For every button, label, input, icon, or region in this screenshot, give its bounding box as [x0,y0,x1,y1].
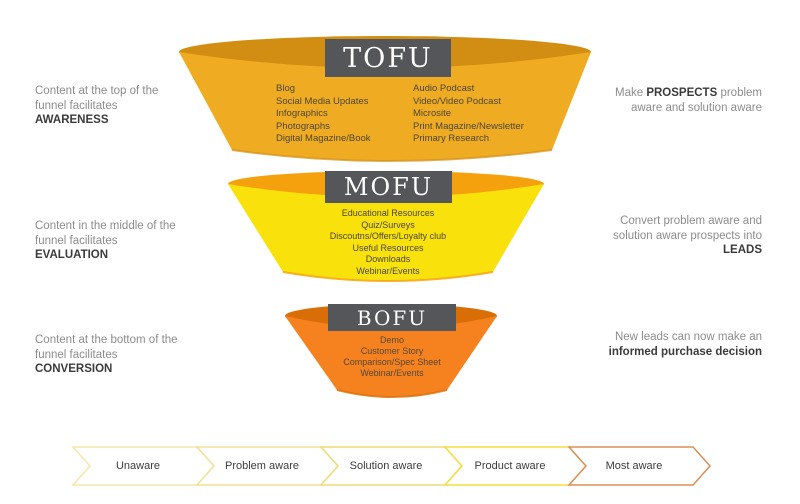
caption-text: Content at the top of the funnel facilit… [35,85,159,112]
caption-text: Content at the bottom of the funnel faci… [35,334,178,361]
tofu-item: Photographs [276,120,330,132]
bofu-body [285,316,497,397]
tofu-item: Infographics [276,108,328,120]
caption-leads: Convert problem aware and solution aware… [600,214,762,258]
mofu-item: Discoutns/Offers/Loyalty club [329,231,447,242]
bofu-bottom-edge [336,389,448,398]
stage-label-solution-aware: Solution aware [349,460,423,472]
bofu-item: Comparison/Spec Sheet [343,357,441,367]
caption-bold: CONVERSION [35,363,113,375]
mofu-item: Downloads [365,254,411,265]
mofu-items: Educational Resources Quiz/Surveys Disco… [288,208,488,278]
stage-label-product-aware: Product aware [474,460,546,472]
mofu-item: Webinar/Events [356,265,420,276]
bofu-item: Webinar/Events [360,368,424,378]
caption-purchase-decision: New leads can now make an informed purch… [602,330,762,359]
tofu-label: TOFU [325,39,451,77]
stage-label-problem-aware: Problem aware [225,460,299,472]
caption-text: problem aware and solution aware [630,87,762,114]
caption-evaluation: Content in the middle of the funnel faci… [35,219,190,263]
stage-label-most-aware: Most aware [605,460,663,472]
mofu-item: Useful Resources [352,242,424,253]
mofu-bottom-edge [282,271,494,282]
stage-label-unaware: Unaware [115,460,161,472]
mofu-body [228,184,544,281]
tofu-item: Digital Magazine/Book [276,133,371,145]
tofu-items-right: Audio Podcast Video/Video Podcast Micros… [413,83,553,146]
tofu-item: Blog [276,83,296,94]
mofu-item: Educational Resources [341,208,435,218]
chevron-most-aware [567,446,712,486]
tofu-item: Primary Research [413,133,490,145]
bofu-item: Customer Story [360,346,424,356]
caption-awareness: Content at the top of the funnel facilit… [35,84,190,128]
bofu-item: Demo [379,335,404,345]
tofu-items-left: Blog Social Media Updates Infographics P… [276,83,411,146]
bofu-items: Demo Customer Story Comparison/Spec Shee… [292,335,492,379]
tofu-item: Print Magazine/Newsletter [413,120,524,132]
tofu-body [179,52,591,161]
caption-text: Make [614,87,647,99]
tofu-item: Audio Podcast [413,83,475,94]
caption-bold: LEADS [723,244,762,256]
tofu-item: Video/Video Podcast [413,95,501,107]
caption-text: Content in the middle of the funnel faci… [35,220,176,247]
caption-prospects: Make PROSPECTS problem aware and solutio… [600,86,762,115]
tofu-item: Microsite [413,108,452,120]
mofu-item: Quiz/Surveys [361,219,415,230]
caption-bold: EVALUATION [35,249,109,261]
bofu-label: BOFU [328,304,456,331]
caption-text: Convert problem aware and solution aware… [613,215,762,242]
caption-bold: AWARENESS [35,114,109,126]
tofu-item: Social Media Updates [276,95,369,107]
mofu-label: MOFU [325,171,452,203]
tofu-bottom-edge [231,149,553,162]
caption-conversion: Content at the bottom of the funnel faci… [35,333,193,377]
stage-chevrons [71,446,712,486]
caption-bold: PROSPECTS [646,87,718,99]
caption-text: New leads can now make an [614,331,762,343]
caption-bold: informed purchase decision [608,345,762,358]
